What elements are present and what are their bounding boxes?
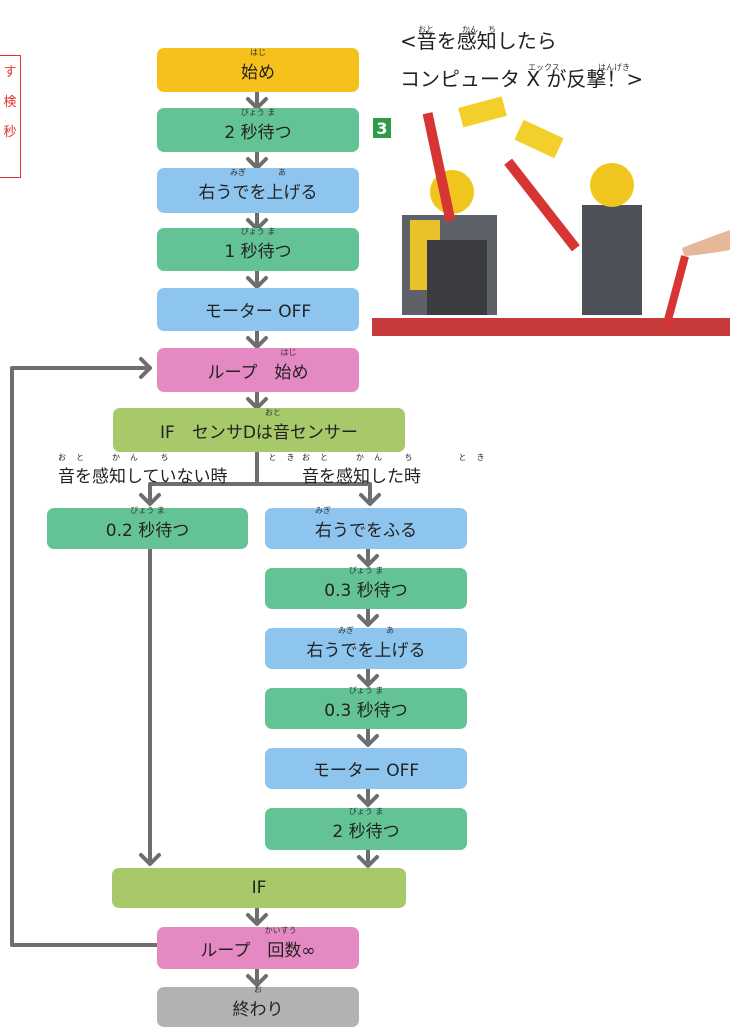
wait-2s-ruby-a: びょう ま [240,107,276,117]
wait-1s-block[interactable]: びょう ま 1 秒待つ [157,228,359,271]
end-label: 終わり [232,999,284,1020]
robot-right-body-icon [582,205,642,315]
base-plate-icon [372,318,730,336]
branch-left-label: おと かん ち とき 音を感知していない時 [58,453,295,487]
arm-swing-block[interactable]: みぎ右うでをふる [265,506,467,549]
wait-03s-ruby-b: びょう ま [348,686,384,695]
if-end-label: IF [251,878,267,898]
side-note-char-3: 秒 [3,125,17,140]
motor-off-block-b[interactable]: モーター OFF [265,748,467,789]
wait-2s-ruby-b: びょう ま [348,806,384,816]
end-block[interactable]: お終わり [157,984,359,1027]
loop-start-label: ループ 始め [207,362,309,383]
arm-swing-label: 右うでをふる [315,521,417,541]
wait-02s-block[interactable]: びょう ま 0.2 秒待つ [47,506,248,549]
caption-ruby-kan: かん [462,25,478,34]
arm-up-ruby-b: みぎ あ [338,626,394,635]
wait-02s-label: 0.2 秒待つ [105,521,190,541]
motor-off-label-a: モーター OFF [204,302,312,322]
caption-text-2: コンピュータ X が反撃！> [400,67,644,91]
finger-icon [682,230,730,256]
start-block[interactable]: はじ始め [157,48,359,92]
wait-03s-block-b[interactable]: びょう ま 0.3 秒待つ [265,686,467,729]
branch-right-label: おと かん ち とき 音を感知した時 [302,453,485,487]
caption-ruby-oto: おと [418,25,434,34]
arm-up-ruby-a: みぎ あ [230,168,286,177]
end-ruby: お [254,984,262,994]
branch-right-ruby: おと かん ち とき [302,453,495,462]
motor-off-label-b: モーター OFF [312,761,420,781]
start-label: 始め [241,62,275,83]
branch-left-ruby: おと かん ち とき [58,453,305,462]
caption: おと かん ち <音を感知したら エックス はんげき コンピュータ X が反撃！… [400,22,643,98]
side-note: す 検 秒 [0,55,21,178]
loop-back-line [10,366,159,947]
branch-right-text: 音を感知した時 [302,467,421,487]
caption-ruby-x: エックス [528,63,560,72]
wait-03s-ruby-a: びょう ま [348,566,384,575]
caption-line-1: おと かん ち <音を感知したら [400,22,643,60]
caption-line-2: エックス はんげき コンピュータ X が反撃！> [400,60,643,98]
arm-swing-ruby: みぎ [315,506,331,515]
wait-03s-label-b: 0.3 秒待つ [324,701,408,721]
if-sensor-block[interactable]: おと IF センサDは音センサー [113,408,405,452]
arm-up-label-b: 右うでを上げる [306,641,426,661]
caption-ruby-chi: ち [488,25,496,34]
start-ruby: はじ [250,47,266,57]
side-note-char-2: 検 [3,95,17,110]
loop-count-ruby: かいすう [264,925,297,935]
arm-up-block-b[interactable]: みぎ あ右うでを上げる [265,626,467,669]
wait-03s-label-a: 0.3 秒待つ [324,581,408,601]
loop-start-ruby: はじ [280,347,297,357]
robot-photo [372,96,730,336]
wait-2s-label-a: 2 秒待つ [224,122,292,143]
loop-start-block[interactable]: はじループ 始め [157,348,359,392]
branch-split [148,450,372,504]
robot-right-head-icon [590,163,634,207]
caption-ruby-hangeki: はんげき [598,63,630,72]
if-sensor-ruby: おと [264,407,281,417]
wait-02s-ruby: びょう ま [130,506,165,515]
branch-left-text: 音を感知していない時 [58,467,228,487]
wait-1s-ruby: びょう ま [240,227,276,236]
step-badge: 3 [373,118,391,138]
if-end-block[interactable]: IF [112,868,406,908]
wait-2s-label-b: 2 秒待つ [332,821,400,842]
wait-2s-block-a[interactable]: びょう ま 2 秒待つ [157,108,359,152]
loop-count-label: ループ 回数∞ [200,940,316,961]
wait-03s-block-a[interactable]: びょう ま 0.3 秒待つ [265,566,467,609]
loop-count-block[interactable]: かいすうループ 回数∞ [157,925,359,969]
side-note-char-1: す [3,65,17,80]
if-sensor-label: IF センサDは音センサー [160,422,358,443]
arm-up-block-a[interactable]: みぎ あ右うでを上げる [157,168,359,213]
motor-off-block-a[interactable]: モーター OFF [157,288,359,331]
wait-2s-block-b[interactable]: びょう ま 2 秒待つ [265,806,467,850]
arm-up-label-a: 右うでを上げる [198,183,318,203]
wait-1s-label: 1 秒待つ [224,242,292,262]
caption-text-1: <音を感知したら [400,29,557,53]
